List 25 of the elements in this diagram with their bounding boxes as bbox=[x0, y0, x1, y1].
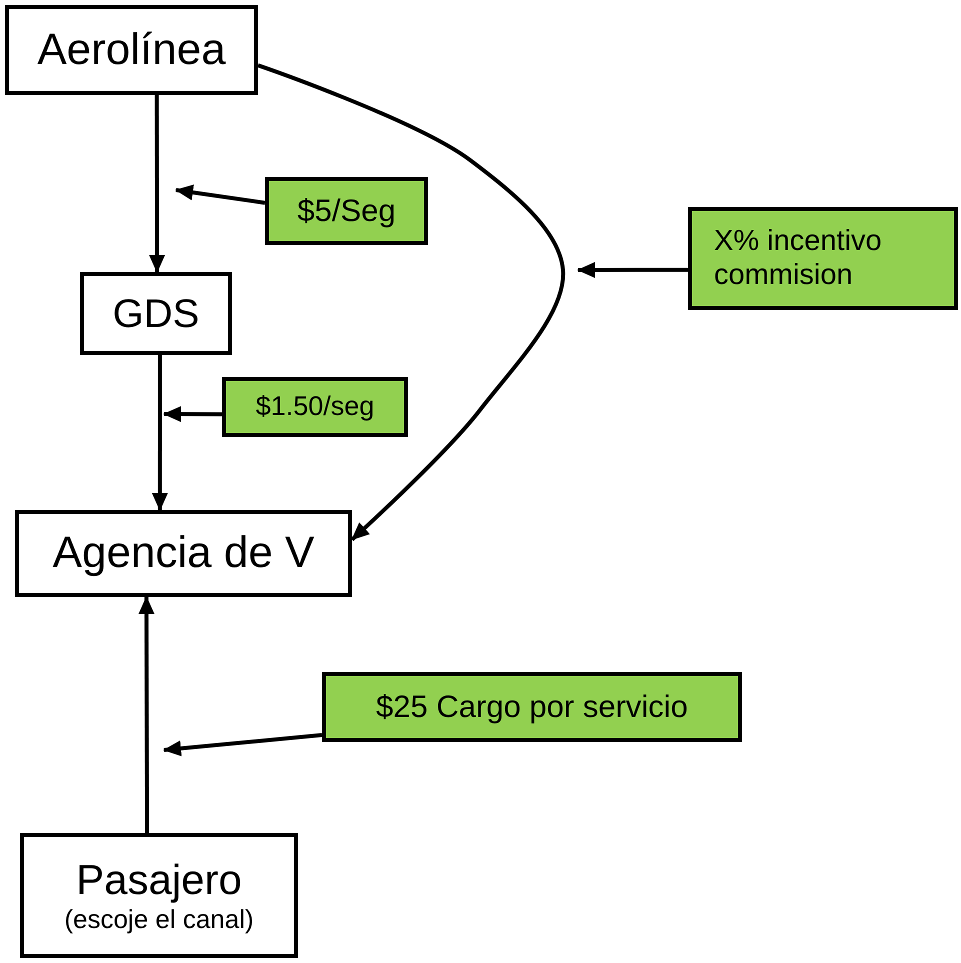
pointer-arrow bbox=[163, 733, 322, 756]
note-box bbox=[688, 207, 958, 310]
box-label: X% incentivo commision bbox=[714, 225, 883, 292]
entity-box bbox=[15, 510, 352, 597]
box-label: $1.50/seg bbox=[256, 391, 374, 423]
pointer-arrow bbox=[577, 262, 688, 278]
box-label: Aerolínea bbox=[37, 24, 226, 76]
arrow bbox=[149, 95, 166, 273]
entity-box bbox=[80, 272, 232, 355]
box-label: Agencia de V bbox=[52, 528, 314, 579]
box-label: $5/Seg bbox=[297, 193, 396, 229]
box-label: GDS bbox=[112, 290, 200, 336]
arrow bbox=[257, 63, 565, 542]
box-label: Pasajero bbox=[76, 856, 242, 905]
note-box bbox=[322, 672, 742, 742]
pointer-arrow bbox=[163, 406, 222, 422]
arrow bbox=[138, 596, 154, 833]
note-box bbox=[222, 377, 408, 437]
pointer-arrow bbox=[175, 184, 266, 205]
arrow bbox=[152, 355, 168, 511]
note-box bbox=[265, 177, 428, 245]
box-label: $25 Cargo por servicio bbox=[376, 689, 688, 725]
box-subtitle: (escoje el canal) bbox=[64, 904, 254, 935]
entity-box bbox=[5, 5, 258, 95]
entity-box bbox=[20, 833, 298, 958]
